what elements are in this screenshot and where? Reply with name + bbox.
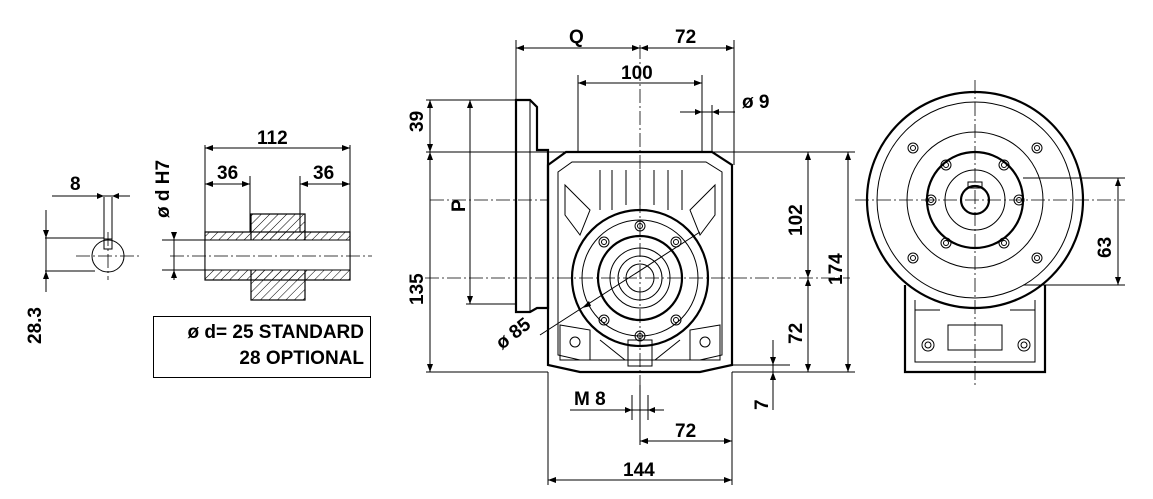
p-dimension-label: P [449,199,470,212]
q-dimension-label: Q [569,27,584,48]
height-total-dim: 174 [826,253,847,285]
pcd-dim: ø 85 [492,314,535,354]
thread-label: M 8 [574,389,606,410]
base-half-dim: 72 [675,421,696,442]
q-right-dim: 72 [675,27,696,48]
hollow-shaft-section [162,145,372,301]
key-detail [43,193,140,292]
key-width-dim: 8 [70,174,81,195]
key-height-dim: 28.3 [25,307,46,344]
shaft-length-dim: 112 [257,128,288,149]
side-view [855,80,1125,385]
bolt-hole-dim: ø 9 [742,92,769,113]
note-standard: ø d= 25 STANDARD [187,322,364,343]
lower-height-dim: 135 [407,273,428,305]
shaft-left-collar-dim: 36 [217,163,238,184]
bore-diameter-label: ø d H7 [153,160,174,218]
shaft-right-collar-dim: 36 [313,163,334,184]
height-lower-dim: 72 [786,323,807,344]
base-offset-dim: 7 [752,399,773,410]
shaft-note-box: ø d= 25 STANDARD 28 OPTIONAL [153,316,371,378]
base-width-dim: 144 [623,460,655,481]
front-view [425,40,855,485]
flange-width-dim: 100 [621,63,653,84]
note-optional: 28 OPTIONAL [239,348,364,369]
shaft-height-dim: 63 [1095,237,1116,258]
flange-top-dim: 39 [407,111,428,132]
height-upper-dim: 102 [786,204,807,236]
